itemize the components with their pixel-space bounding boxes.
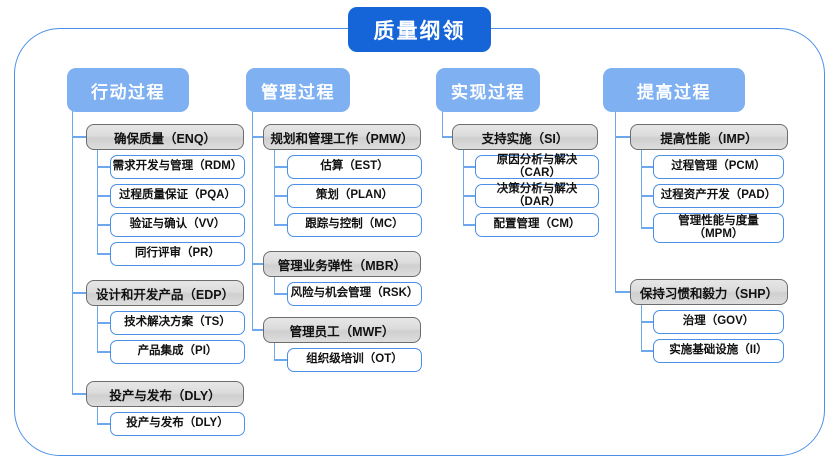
connector-v-children xyxy=(463,148,465,225)
group-box-1-2[interactable]: 设计和开发产品（EDP） xyxy=(86,280,244,306)
connector-h-group xyxy=(72,393,86,395)
connector-h-leaf xyxy=(641,321,653,323)
leaf-box-4-1-3[interactable]: 管理性能与度量（MPM） xyxy=(653,213,784,243)
leaf-box-2-1-1[interactable]: 估算（EST） xyxy=(287,155,422,179)
connector-h-leaf xyxy=(641,195,653,197)
group-box-4-2[interactable]: 保持习惯和毅力（SHP） xyxy=(630,279,788,305)
connector-h-group xyxy=(72,292,86,294)
connector-h-leaf xyxy=(274,166,287,168)
connector-h-leaf xyxy=(463,195,475,197)
leaf-box-3-1-2[interactable]: 决策分析与解决（DAR） xyxy=(475,183,599,208)
leaf-box-2-3-1[interactable]: 组织级培训（OT） xyxy=(287,348,422,372)
column-header-4[interactable]: 提高过程 xyxy=(603,68,745,112)
leaf-box-4-2-2[interactable]: 实施基础设施（II） xyxy=(653,339,784,363)
connector-h-leaf xyxy=(97,322,110,324)
leaf-box-4-1-1[interactable]: 过程管理（PCM） xyxy=(653,155,784,179)
connector-v-children xyxy=(641,148,643,228)
group-box-3-1[interactable]: 支持实施（SI） xyxy=(452,124,598,150)
group-box-2-3[interactable]: 管理员工（MWF） xyxy=(263,317,421,343)
connector-h-leaf xyxy=(97,423,110,425)
connector-v-column xyxy=(442,108,444,137)
diagram-title: 质量纲领 xyxy=(348,7,491,52)
connector-h-group xyxy=(72,136,86,138)
leaf-box-2-1-3[interactable]: 跟踪与控制（MC） xyxy=(287,213,422,237)
connector-v-children xyxy=(97,148,99,254)
connector-h-leaf xyxy=(274,195,287,197)
connector-h-leaf xyxy=(641,166,653,168)
group-box-2-1[interactable]: 规划和管理工作（PMW） xyxy=(263,124,421,150)
connector-h-leaf xyxy=(97,224,110,226)
connector-h-leaf xyxy=(97,351,110,353)
connector-v-column xyxy=(252,108,254,330)
leaf-box-1-2-1[interactable]: 技术解决方案（TS） xyxy=(110,311,245,335)
connector-h-leaf xyxy=(641,227,653,229)
leaf-box-1-3-1[interactable]: 投产与发布（DLY） xyxy=(110,412,245,436)
leaf-box-2-2-1[interactable]: 风险与机会管理（RSK） xyxy=(287,282,422,306)
connector-h-leaf xyxy=(274,293,287,295)
connector-v-children xyxy=(274,148,276,225)
leaf-box-1-1-4[interactable]: 同行评审（PR） xyxy=(110,242,245,266)
connector-h-leaf xyxy=(274,224,287,226)
connector-v-children xyxy=(97,304,99,352)
connector-h-group xyxy=(252,136,263,138)
connector-v-children xyxy=(97,405,99,424)
leaf-box-2-1-2[interactable]: 策划（PLAN） xyxy=(287,184,422,208)
column-header-2[interactable]: 管理过程 xyxy=(246,68,350,112)
group-box-1-1[interactable]: 确保质量（ENQ） xyxy=(86,124,244,150)
group-box-2-2[interactable]: 管理业务弹性（MBR） xyxy=(263,251,421,277)
connector-v-children xyxy=(641,303,643,351)
connector-h-group xyxy=(615,136,630,138)
column-header-3[interactable]: 实现过程 xyxy=(436,68,540,112)
connector-v-column xyxy=(615,108,617,292)
connector-v-children xyxy=(274,341,276,360)
leaf-box-4-1-2[interactable]: 过程资产开发（PAD） xyxy=(653,184,784,208)
column-header-1[interactable]: 行动过程 xyxy=(67,68,189,112)
connector-v-column xyxy=(72,108,74,394)
connector-h-group xyxy=(252,329,263,331)
leaf-box-1-1-2[interactable]: 过程质量保证（PQA） xyxy=(110,184,245,208)
group-box-4-1[interactable]: 提高性能（IMP） xyxy=(630,124,788,150)
connector-v-children xyxy=(274,275,276,294)
connector-h-leaf xyxy=(463,224,475,226)
leaf-box-4-2-1[interactable]: 治理（GOV） xyxy=(653,310,784,334)
connector-h-leaf xyxy=(97,166,110,168)
connector-h-group xyxy=(252,263,263,265)
leaf-box-1-1-3[interactable]: 验证与确认（VV） xyxy=(110,213,245,237)
connector-h-leaf xyxy=(641,350,653,352)
leaf-box-3-1-3[interactable]: 配置管理（CM） xyxy=(475,213,599,237)
leaf-box-3-1-1[interactable]: 原因分析与解决（CAR） xyxy=(475,154,599,179)
connector-h-group xyxy=(442,136,452,138)
leaf-box-1-2-2[interactable]: 产品集成（PI） xyxy=(110,340,245,364)
connector-h-leaf xyxy=(274,359,287,361)
connector-h-leaf xyxy=(463,166,475,168)
connector-h-leaf xyxy=(97,253,110,255)
connector-h-group xyxy=(615,291,630,293)
connector-h-leaf xyxy=(97,195,110,197)
group-box-1-3[interactable]: 投产与发布（DLY） xyxy=(86,381,244,407)
leaf-box-1-1-1[interactable]: 需求开发与管理（RDM） xyxy=(110,155,245,179)
